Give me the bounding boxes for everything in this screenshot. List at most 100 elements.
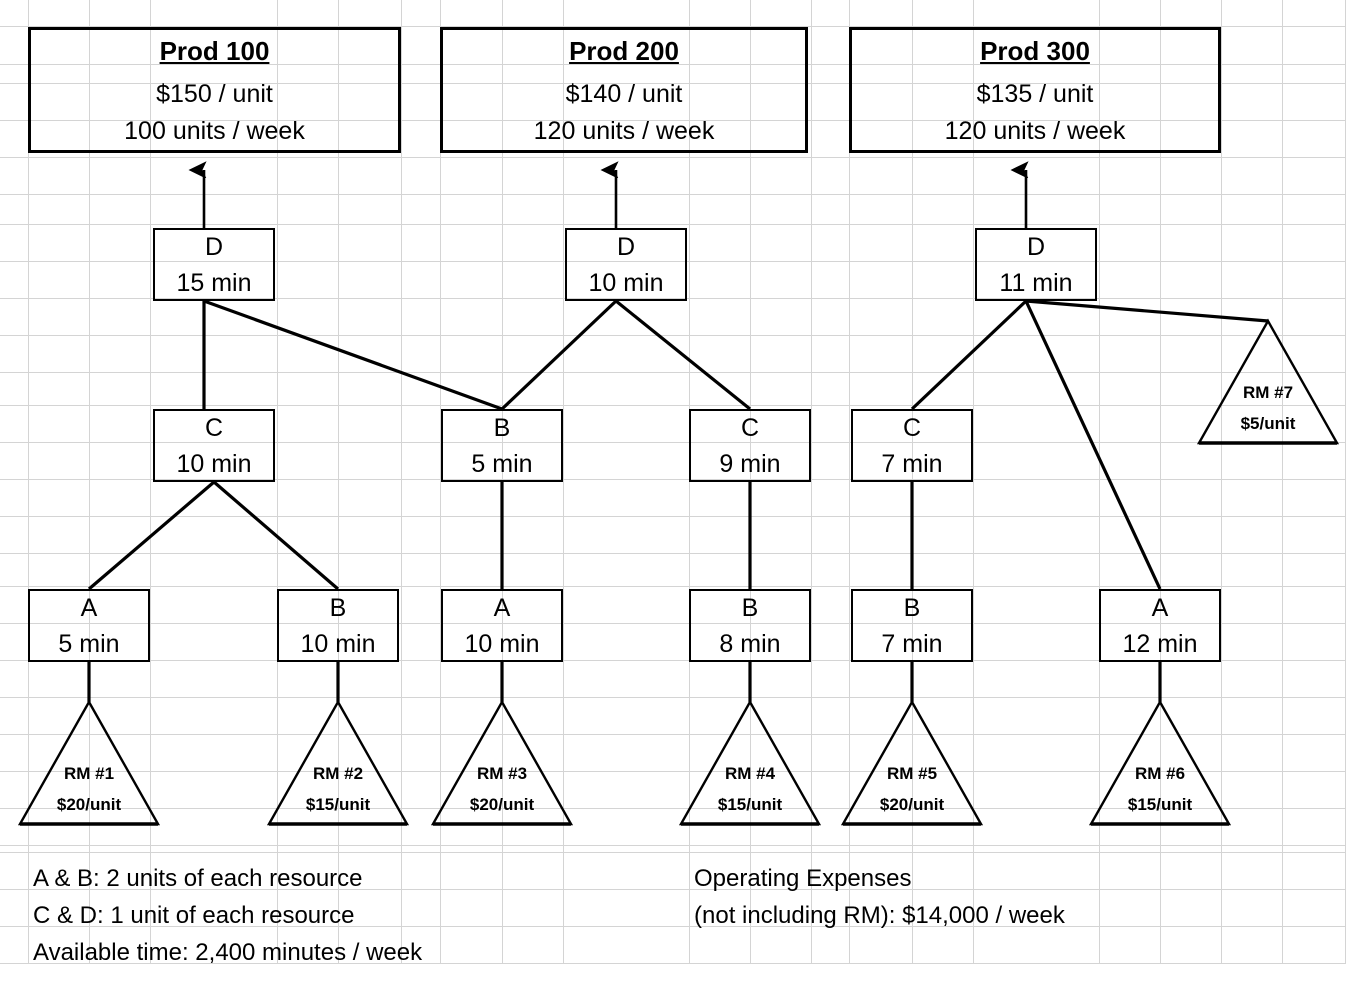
raw-material-label-rm5[interactable]: RM #5 $20/unit xyxy=(852,758,972,820)
connector-lines xyxy=(87,299,1269,702)
raw-material-triangles xyxy=(17,318,1340,826)
raw-material-name: RM #4 xyxy=(724,764,776,783)
product-title: Prod 300 xyxy=(980,36,1090,66)
operation-time: 10 min xyxy=(464,629,540,658)
operation-time: 12 min xyxy=(1122,629,1198,658)
operation-code: D xyxy=(1026,232,1046,261)
operation-time: 5 min xyxy=(58,629,120,658)
triangle-rm4 xyxy=(678,699,822,826)
raw-material-name: RM #7 xyxy=(1242,383,1294,402)
connector-c1-to-b1 xyxy=(212,480,340,591)
note-left-0: A & B: 2 units of each resource xyxy=(33,865,363,892)
grid-row-line xyxy=(0,335,1346,336)
operation-time: 10 min xyxy=(300,629,376,658)
raw-material-price: $20/unit xyxy=(56,795,122,814)
operation-code: A xyxy=(80,593,98,622)
operation-code: C xyxy=(740,413,760,442)
operation-code: D xyxy=(204,232,224,261)
operation-box-op-a1[interactable]: A 5 min xyxy=(28,589,150,662)
raw-material-label-rm6[interactable]: RM #6 $15/unit xyxy=(1100,758,1220,820)
operation-box-op-d1[interactable]: D 15 min xyxy=(153,228,275,301)
operation-time: 5 min xyxy=(471,449,533,478)
raw-material-name: RM #6 xyxy=(1134,764,1186,783)
operation-time: 9 min xyxy=(719,449,781,478)
operation-box-op-b3[interactable]: B 8 min xyxy=(689,589,811,662)
raw-material-name: RM #1 xyxy=(63,764,115,783)
connector-d2-to-c2 xyxy=(614,299,752,411)
product-arrows xyxy=(204,170,1026,228)
grid-row-line xyxy=(0,771,1346,772)
grid-row-line xyxy=(0,845,1346,846)
grid-col-line xyxy=(1221,0,1222,963)
grid-col-line xyxy=(811,0,812,963)
grid-row-line xyxy=(0,224,1346,225)
connector-c1-to-a1 xyxy=(87,480,216,591)
operation-box-op-c2[interactable]: C 9 min xyxy=(689,409,811,482)
grid-col-line xyxy=(1282,0,1283,963)
raw-material-price: $15/unit xyxy=(1127,795,1193,814)
operation-time: 15 min xyxy=(176,268,252,297)
raw-material-label-rm7[interactable]: RM #7$5/unit xyxy=(1208,377,1328,439)
raw-material-label-rm3[interactable]: RM #3 $20/unit xyxy=(442,758,562,820)
grid-row-line xyxy=(0,194,1346,195)
triangle-rm6 xyxy=(1088,699,1232,826)
grid-row-line xyxy=(0,553,1346,554)
connector-d3-to-c3 xyxy=(910,299,1028,411)
product-demand: 120 units / week xyxy=(533,117,715,145)
raw-material-name: RM #5 xyxy=(886,764,938,783)
product-box-prod-200[interactable]: Prod 200 $140 / unit 120 units / week xyxy=(440,27,808,153)
operation-box-op-b1[interactable]: B 10 min xyxy=(277,589,399,662)
product-price: $140 / unit xyxy=(565,80,683,108)
triangle-rm5 xyxy=(840,699,984,826)
grid-row-line xyxy=(0,372,1346,373)
connector-d3-to-a3 xyxy=(1024,300,1162,590)
note-left-1: C & D: 1 unit of each resource xyxy=(33,902,355,929)
operation-code: B xyxy=(329,593,347,622)
raw-material-name: RM #2 xyxy=(312,764,364,783)
raw-material-price: $20/unit xyxy=(469,795,535,814)
raw-material-name: RM #3 xyxy=(476,764,528,783)
operation-time: 10 min xyxy=(176,449,252,478)
operation-code: C xyxy=(902,413,922,442)
operation-time: 8 min xyxy=(719,629,781,658)
connector-d1-to-b2 xyxy=(203,299,503,411)
product-title: Prod 100 xyxy=(159,36,270,66)
operation-code: A xyxy=(493,593,511,622)
operation-code: B xyxy=(903,593,921,622)
operation-code: B xyxy=(741,593,759,622)
operation-box-op-a2[interactable]: A 10 min xyxy=(441,589,563,662)
product-title: Prod 200 xyxy=(569,36,679,66)
operation-code: B xyxy=(493,413,511,442)
triangle-rm7 xyxy=(1196,318,1340,445)
raw-material-label-rm2[interactable]: RM #2 $15/unit xyxy=(278,758,398,820)
product-demand: 120 units / week xyxy=(944,117,1126,145)
operation-time: 7 min xyxy=(881,449,943,478)
operation-code: A xyxy=(1151,593,1169,622)
raw-material-price: $15/unit xyxy=(305,795,371,814)
grid-row-line xyxy=(0,405,1346,406)
connector-d2-to-b2 xyxy=(500,299,618,411)
triangle-rm2 xyxy=(266,699,410,826)
operation-box-op-a3[interactable]: A 12 min xyxy=(1099,589,1221,662)
note-right-0: Operating Expenses xyxy=(694,865,912,892)
operation-box-op-c1[interactable]: C 10 min xyxy=(153,409,275,482)
operation-time: 10 min xyxy=(588,268,664,297)
triangle-rm1 xyxy=(17,699,161,826)
grid-row-line xyxy=(0,852,1346,853)
operation-box-op-c3[interactable]: C 7 min xyxy=(851,409,973,482)
operation-code: C xyxy=(204,413,224,442)
raw-material-price: $20/unit xyxy=(879,795,945,814)
raw-material-label-rm4[interactable]: RM #4$15/unit xyxy=(690,758,810,820)
grid-row-line xyxy=(0,157,1346,158)
grid-row-line xyxy=(0,516,1346,517)
operation-box-op-b2[interactable]: B 5 min xyxy=(441,409,563,482)
triangle-rm3 xyxy=(430,699,574,826)
grid-col-line xyxy=(401,0,402,963)
raw-material-label-rm1[interactable]: RM #1 $20/unit xyxy=(29,758,149,820)
